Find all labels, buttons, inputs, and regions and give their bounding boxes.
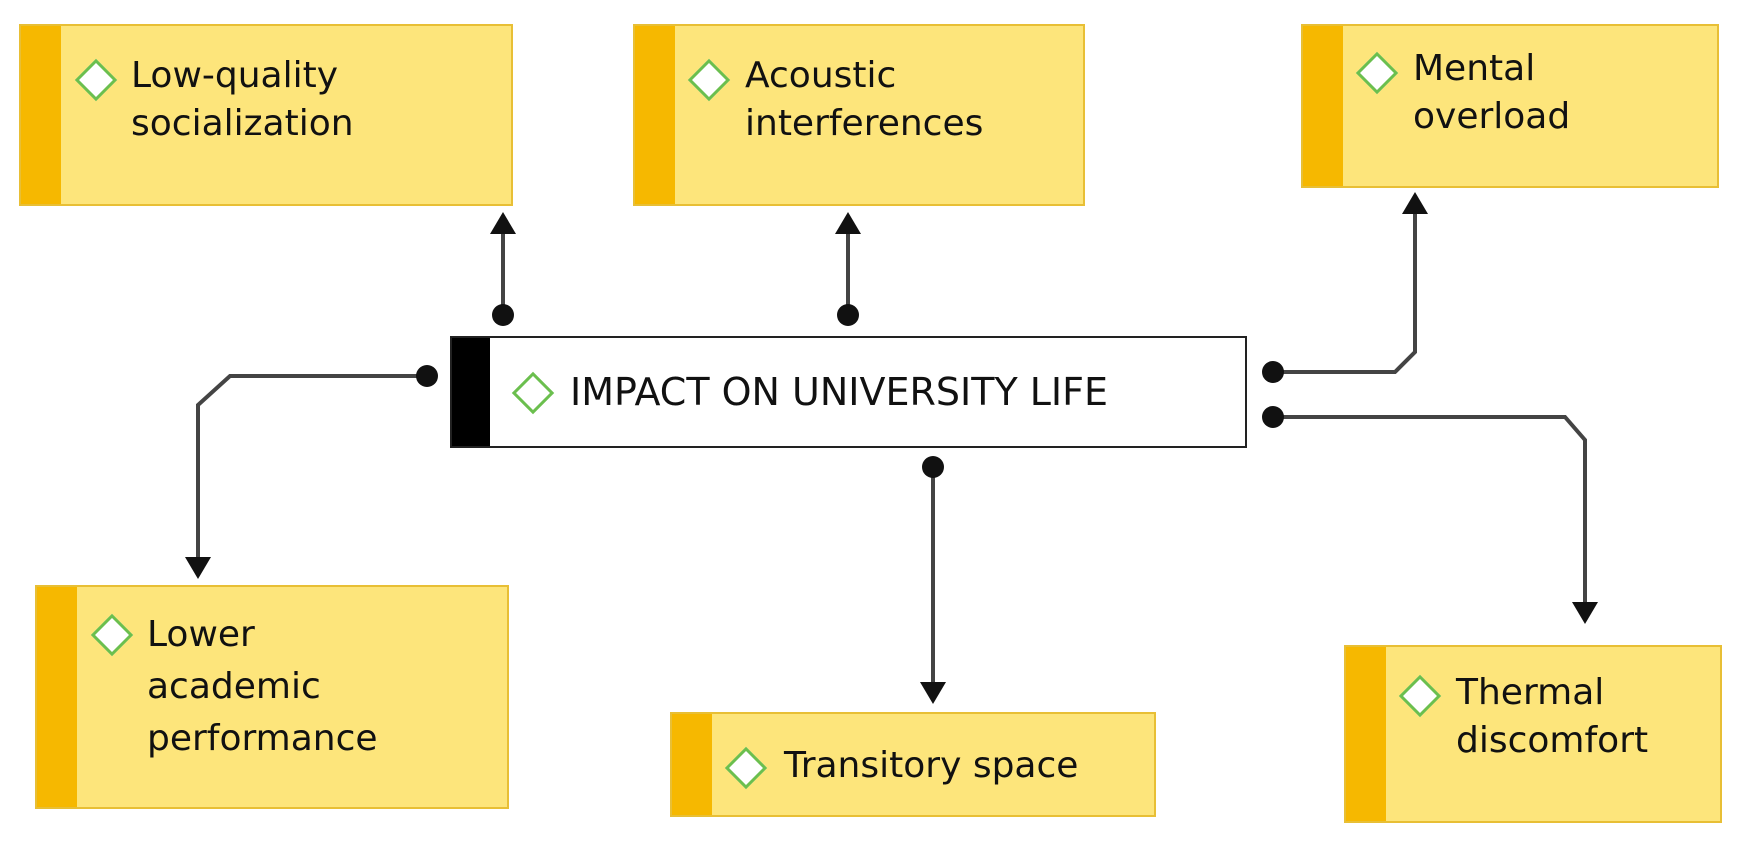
- node-mental-overload[interactable]: Mental overload: [1301, 24, 1719, 188]
- connector-lower-academic-performance: [185, 365, 438, 579]
- arrowhead-icon: [1402, 192, 1428, 214]
- connector-start-dot: [1262, 406, 1284, 428]
- node-low-quality-socialization[interactable]: Low-quality socialization: [19, 24, 513, 206]
- central-node-label: IMPACT ON UNIVERSITY LIFE: [570, 370, 1108, 414]
- central-node-stripe: [452, 338, 490, 446]
- connector-mental-overload: [1262, 192, 1428, 383]
- connector-start-dot: [416, 365, 438, 387]
- diamond-icon: [1355, 51, 1399, 95]
- arrowhead-icon: [920, 682, 946, 704]
- node-stripe: [1303, 26, 1343, 186]
- diamond-icon: [1398, 674, 1442, 718]
- node-stripe: [672, 714, 712, 815]
- node-transitory-space[interactable]: Transitory space: [670, 712, 1156, 817]
- node-thermal-discomfort[interactable]: Thermal discomfort: [1344, 645, 1722, 823]
- node-stripe: [37, 587, 77, 807]
- connector-start-dot: [837, 304, 859, 326]
- node-label: Acoustic interferences: [745, 55, 984, 144]
- connector-start-dot: [922, 456, 944, 478]
- node-label: Lower academic performance: [147, 614, 378, 759]
- node-stripe: [635, 26, 675, 204]
- diamond-icon: [90, 613, 134, 657]
- node-lower-academic-performance[interactable]: Lower academic performance: [35, 585, 509, 809]
- diamond-icon: [511, 371, 555, 415]
- node-stripe: [21, 26, 61, 204]
- node-label: Low-quality socialization: [131, 55, 354, 144]
- connector-start-dot: [1262, 361, 1284, 383]
- diamond-icon: [724, 746, 768, 790]
- connector-thermal-discomfort: [1262, 406, 1598, 624]
- connector-acoustic-interferences: [835, 212, 861, 326]
- node-acoustic-interferences[interactable]: Acoustic interferences: [633, 24, 1085, 206]
- node-label: Thermal discomfort: [1456, 672, 1649, 761]
- arrowhead-icon: [185, 557, 211, 579]
- diamond-icon: [687, 58, 731, 102]
- arrowhead-icon: [1572, 602, 1598, 624]
- node-label: Transitory space: [784, 745, 1079, 786]
- connector-transitory-space: [920, 456, 946, 704]
- arrowhead-icon: [835, 212, 861, 234]
- node-stripe: [1346, 647, 1386, 821]
- connector-low-quality-socialization: [490, 212, 516, 326]
- connector-start-dot: [492, 304, 514, 326]
- diamond-icon: [74, 58, 118, 102]
- central-node[interactable]: IMPACT ON UNIVERSITY LIFE: [450, 336, 1247, 448]
- node-label: Mental overload: [1413, 48, 1571, 137]
- arrowhead-icon: [490, 212, 516, 234]
